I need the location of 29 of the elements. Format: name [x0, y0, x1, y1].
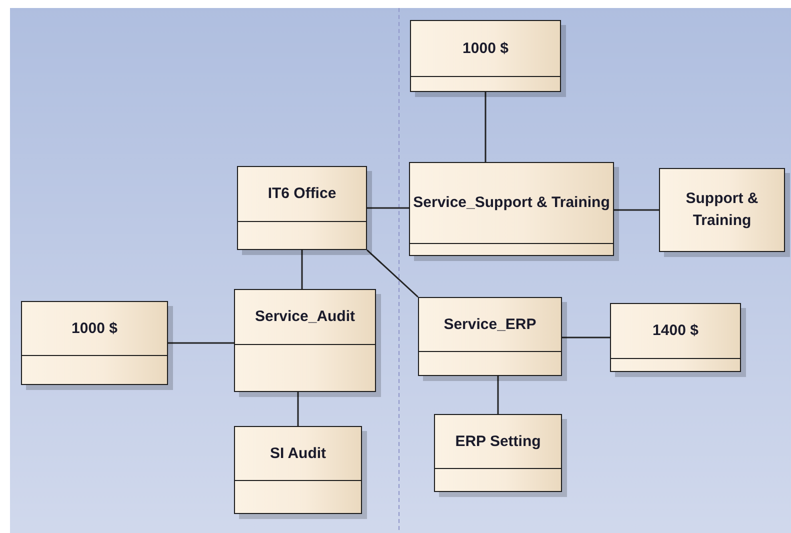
box-title: Support & Training: [684, 188, 760, 230]
box-title: 1400 $: [652, 321, 698, 342]
box-title: SI Audit: [270, 444, 326, 464]
class-box: [237, 166, 367, 250]
class-box: [21, 301, 168, 385]
box-title: IT6 Office: [268, 184, 336, 204]
connector-line: [297, 392, 299, 426]
class-box: [418, 297, 562, 376]
connector-line: [366, 249, 418, 298]
box-title: Service_Audit: [254, 307, 356, 328]
box-title: ERP Setting: [455, 432, 541, 452]
connector-line: [168, 342, 234, 344]
class-box: [409, 162, 614, 256]
box-title: Service_Support & Training: [413, 193, 610, 214]
connector-line: [497, 376, 499, 414]
connector-line: [301, 250, 303, 289]
class-box: [234, 289, 376, 392]
connector-line: [484, 92, 486, 162]
class-box: [659, 168, 785, 252]
connector-line: [614, 209, 659, 211]
box-title: 1000 $: [462, 38, 508, 59]
class-box: [434, 414, 562, 492]
class-box: [410, 20, 561, 92]
connector-line: [367, 207, 409, 209]
class-box: [610, 303, 741, 372]
box-title: 1000 $: [72, 318, 118, 339]
box-title: Service_ERP: [444, 314, 536, 335]
connector-line: [562, 336, 610, 338]
class-box: [234, 426, 362, 514]
